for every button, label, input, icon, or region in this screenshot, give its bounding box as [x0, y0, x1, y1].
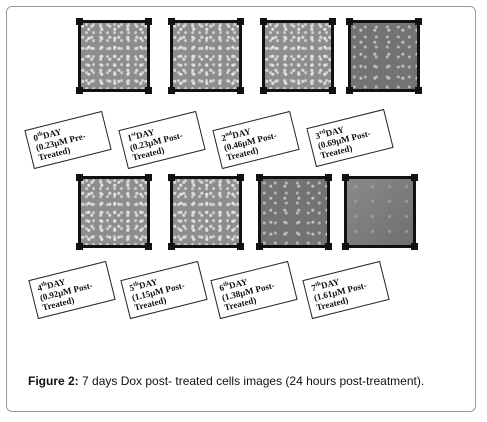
frame-corner [237, 18, 244, 25]
figure-label: Figure 2: [28, 374, 79, 388]
frame-corner [237, 243, 244, 250]
frame-corner [415, 18, 422, 25]
micrograph-day6 [256, 174, 332, 250]
micrograph-day2 [260, 18, 336, 94]
frame-corner [342, 174, 349, 181]
frame-corner [145, 87, 152, 94]
frame-corner [329, 87, 336, 94]
frame-corner [237, 174, 244, 181]
frame-corner [325, 243, 332, 250]
frame-corner [168, 174, 175, 181]
frame-corner [260, 18, 267, 25]
frame-corner [76, 174, 83, 181]
micrograph-day0 [76, 18, 152, 94]
frame-corner [168, 18, 175, 25]
frame-corner [260, 87, 267, 94]
micrograph-day1 [168, 18, 244, 94]
frame-corner [415, 87, 422, 94]
frame-corner [145, 243, 152, 250]
figure-caption-text: 7 days Dox post- treated cells images (2… [78, 374, 425, 388]
frame-corner [145, 174, 152, 181]
micrograph-day4 [76, 174, 152, 250]
frame-corner [411, 243, 418, 250]
micrograph-day5 [168, 174, 244, 250]
frame-corner [237, 87, 244, 94]
frame-corner [342, 243, 349, 250]
frame-corner [256, 243, 263, 250]
frame-corner [325, 174, 332, 181]
frame-corner [168, 87, 175, 94]
micrograph-day3 [346, 18, 422, 94]
frame-corner [76, 87, 83, 94]
frame-corner [411, 174, 418, 181]
figure-caption: Figure 2: 7 days Dox post- treated cells… [28, 374, 448, 389]
frame-corner [329, 18, 336, 25]
frame-corner [346, 18, 353, 25]
frame-corner [76, 243, 83, 250]
frame-corner [145, 18, 152, 25]
micrograph-day7 [342, 174, 418, 250]
frame-corner [346, 87, 353, 94]
frame-corner [256, 174, 263, 181]
frame-corner [76, 18, 83, 25]
frame-corner [168, 243, 175, 250]
